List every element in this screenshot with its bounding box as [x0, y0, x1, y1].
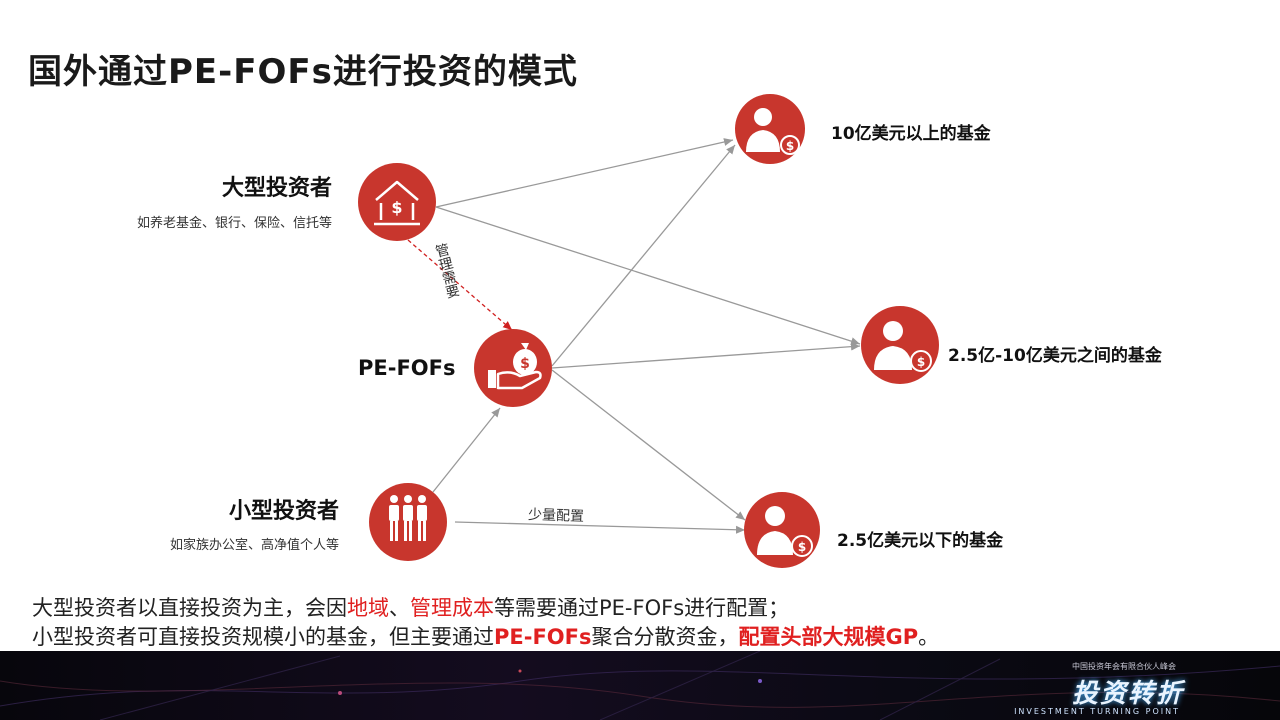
- svg-text:$: $: [917, 355, 925, 369]
- fund-small-label: 2.5亿美元以下的基金: [837, 531, 1004, 551]
- summary-1-hl2: 管理成本: [410, 596, 494, 620]
- small-investor-sub: 如家族办公室、高净值个人等: [169, 538, 339, 553]
- fund-large-label: 10亿美元以上的基金: [831, 124, 991, 144]
- footer-logo-top: 中国投资年会有限合伙人峰会: [1072, 662, 1176, 671]
- summary-1-sep: 、: [389, 596, 410, 620]
- svg-text:$: $: [520, 356, 530, 372]
- person-dollar-icon: $: [874, 321, 932, 372]
- svg-text:$: $: [391, 198, 402, 217]
- summary-2-part2: 聚合分散资金，: [591, 625, 739, 649]
- bank-icon: [374, 180, 420, 226]
- edge-management-need: [407, 239, 513, 331]
- large-investor-sub: 如养老基金、银行、保险、信托等: [136, 216, 332, 231]
- edge-small-to-fofs: [432, 407, 501, 493]
- node-pe-fofs: $: [474, 329, 552, 407]
- edge-large-to-fund-mid: [435, 206, 861, 346]
- node-fund-large: $: [735, 94, 805, 164]
- summary-1-part2: 等需要通过PE-FOFs进行配置；: [494, 596, 790, 620]
- edge-fofs-to-fund-mid: [551, 342, 861, 369]
- edge-label-small-allocation: 少量配置: [527, 507, 585, 525]
- money-bag-hand-icon: $: [488, 343, 542, 390]
- node-large-investor: $: [358, 163, 436, 241]
- footer-logo-sub: INVESTMENT TURNING POINT: [1014, 707, 1180, 716]
- pe-fofs-label: PE-FOFs: [358, 356, 456, 380]
- node-fund-mid: $: [861, 306, 939, 384]
- large-investor-label: 大型投资者: [221, 176, 332, 201]
- summary-1-part1: 大型投资者以直接投资为主，会因: [32, 596, 347, 620]
- people-group-icon: [389, 495, 427, 541]
- summary-line-2: 小型投资者可直接投资规模小的基金，但主要通过PE-FOFs聚合分散资金，配置头部…: [32, 621, 939, 651]
- summary-1-hl1: 地域: [347, 596, 389, 620]
- fund-mid-label: 2.5亿-10亿美元之间的基金: [948, 346, 1162, 366]
- edge-small-allocation: [454, 521, 746, 534]
- person-dollar-icon: $: [746, 108, 800, 155]
- small-investor-label: 小型投资者: [228, 499, 339, 524]
- summary-2-hl1: PE-FOFs: [494, 625, 592, 649]
- footer-banner: 中国投资年会有限合伙人峰会 投资转折 INVESTMENT TURNING PO…: [0, 651, 1280, 720]
- footer-logo: 投资转折: [1071, 679, 1184, 709]
- summary-2-part1: 小型投资者可直接投资规模小的基金，但主要通过: [32, 625, 494, 649]
- edge-large-to-fund-large: [435, 138, 734, 208]
- summary-2-hl2: 配置头部大规模GP: [738, 625, 919, 649]
- summary-line-1: 大型投资者以直接投资为主，会因地域、管理成本等需要通过PE-FOFs进行配置；: [32, 592, 789, 622]
- summary-2-part3: 。: [918, 625, 940, 649]
- person-dollar-icon: $: [757, 506, 813, 557]
- svg-text:$: $: [786, 139, 794, 153]
- node-fund-small: $: [744, 492, 820, 568]
- page-title: 国外通过PE-FOFs进行投资的模式: [28, 52, 578, 92]
- footer-decoration: [0, 651, 1280, 720]
- edge-fofs-to-fund-large: [551, 144, 736, 367]
- edge-fofs-to-fund-small: [551, 369, 746, 521]
- svg-text:$: $: [798, 540, 806, 554]
- node-small-investor: [369, 483, 447, 561]
